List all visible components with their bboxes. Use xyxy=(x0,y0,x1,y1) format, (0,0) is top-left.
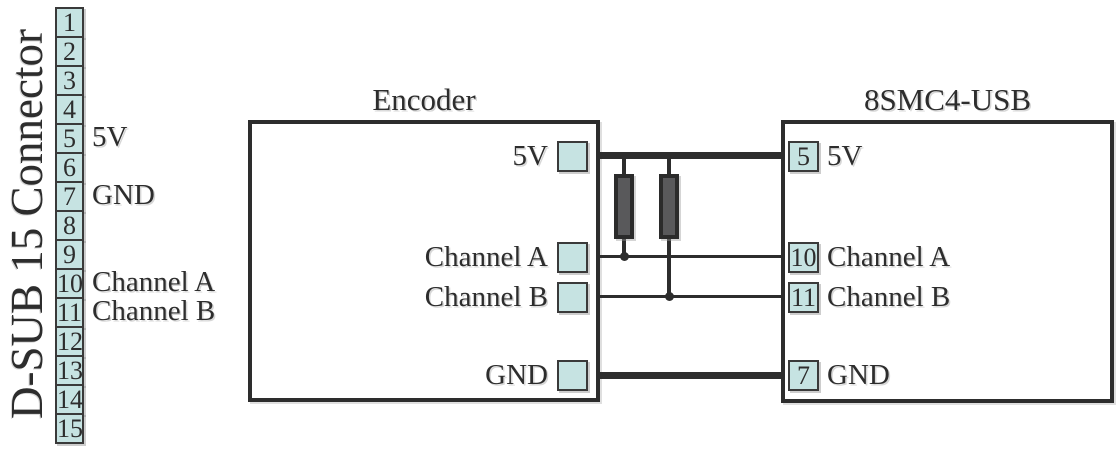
dsub-pin-5: 5 xyxy=(55,123,84,154)
controller-pin-pad-10: 10 xyxy=(788,242,819,273)
dsub-pin-12: 12 xyxy=(55,326,84,357)
controller-box xyxy=(781,120,1114,403)
encoder-pin-pad xyxy=(557,141,588,172)
encoder-pin-pad xyxy=(557,360,588,391)
dsub-pin-1: 1 xyxy=(55,7,84,38)
wire-channel-a xyxy=(598,255,783,258)
controller-pin-label: 5V xyxy=(827,140,863,172)
dsub-annotation-pin-7: GND xyxy=(92,179,155,211)
controller-pin-pad-5: 5 xyxy=(788,141,819,172)
junction-dot-channel-a xyxy=(620,252,629,261)
encoder-pin-pad xyxy=(557,242,588,273)
dsub-pin-14: 14 xyxy=(55,384,84,415)
dsub-pin-6: 6 xyxy=(55,152,84,183)
dsub-pin-8: 8 xyxy=(55,210,84,241)
controller-pin-label: GND xyxy=(827,359,890,391)
encoder-pin-label: GND xyxy=(485,359,548,391)
dsub-pin-3: 3 xyxy=(55,65,84,96)
dsub-annotation-pin-5: 5V xyxy=(92,121,128,153)
pullup-resistor-a xyxy=(614,174,634,239)
dsub-pin-10: 10 xyxy=(55,268,84,299)
dsub-pin-7: 7 xyxy=(55,181,84,212)
controller-pin-label: Channel B xyxy=(827,281,951,313)
dsub-pin-15: 15 xyxy=(55,413,84,444)
dsub-pin-4: 4 xyxy=(55,94,84,125)
controller-pin-pad-7: 7 xyxy=(788,360,819,391)
encoder-box xyxy=(248,120,600,402)
dsub-annotation-pin-11: Channel B xyxy=(92,295,216,327)
pullup-resistor-b xyxy=(659,174,679,239)
encoder-pin-label: 5V xyxy=(512,140,548,172)
dsub-pin-9: 9 xyxy=(55,239,84,270)
dsub-pin-2: 2 xyxy=(55,36,84,67)
junction-dot-channel-b xyxy=(665,292,674,301)
encoder-pin-pad xyxy=(557,282,588,313)
encoder-pin-label: Channel A xyxy=(424,241,548,273)
dsub-connector-title: D-SUB 15 Connector xyxy=(2,29,52,420)
wire-channel-b xyxy=(598,295,783,298)
wire-5v xyxy=(598,152,783,159)
dsub-pin-13: 13 xyxy=(55,355,84,386)
encoder-pin-label: Channel B xyxy=(424,281,548,313)
controller-pin-label: Channel A xyxy=(827,241,951,273)
controller-pin-pad-11: 11 xyxy=(788,282,819,313)
wire-gnd xyxy=(598,372,783,379)
dsub-annotation-pin-10: Channel A xyxy=(92,266,216,298)
dsub-pin-11: 11 xyxy=(55,297,84,328)
encoder-title: Encoder xyxy=(372,82,476,117)
controller-title: 8SMC4-USB xyxy=(863,82,1032,117)
